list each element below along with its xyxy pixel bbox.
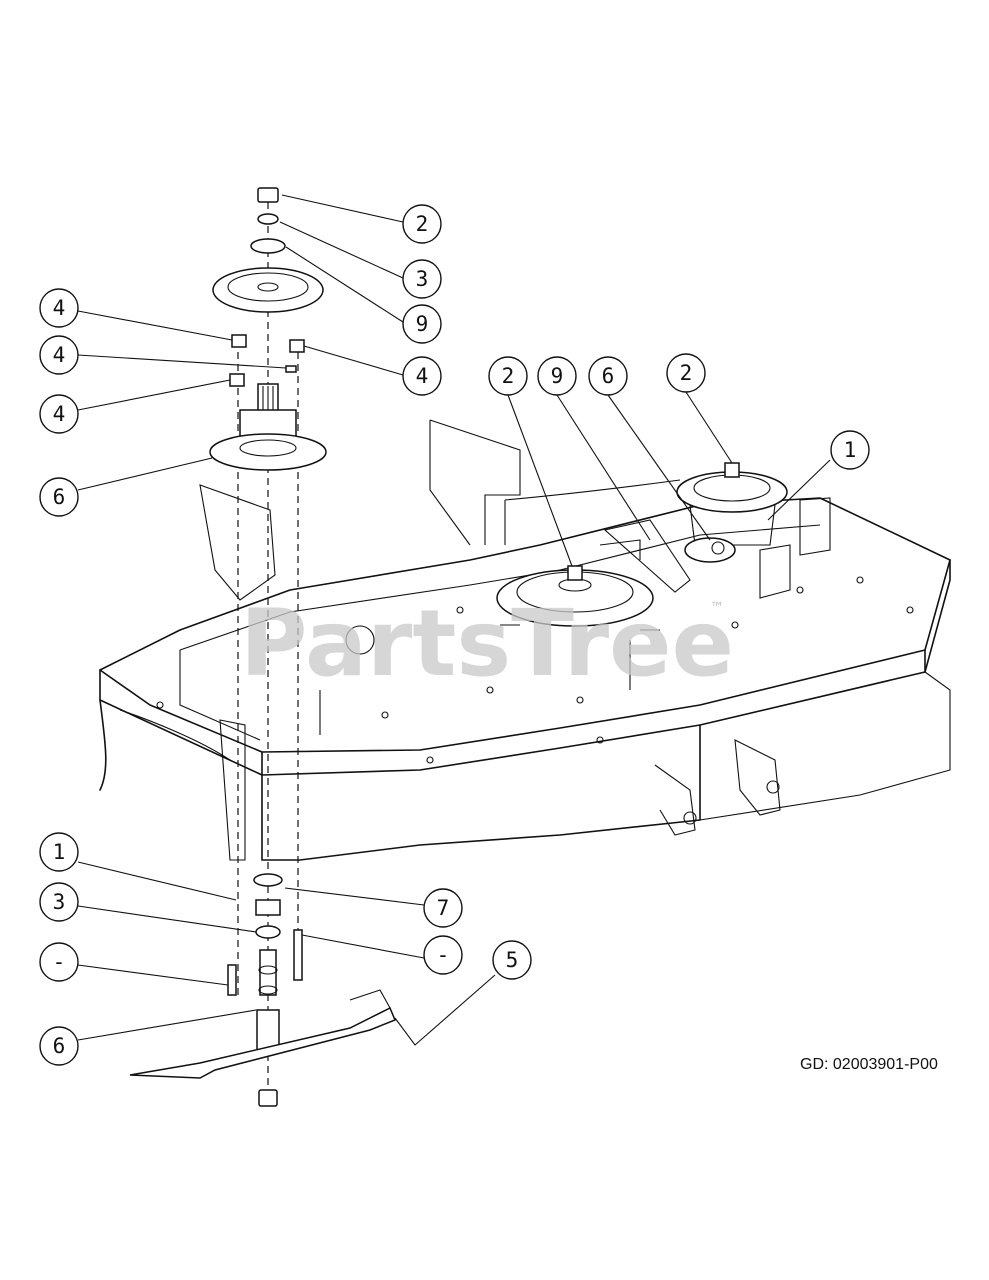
svg-text:4: 4 (416, 364, 429, 388)
callout-left-4c: 4 (402, 356, 442, 396)
callout-right-1: 1 (830, 430, 870, 470)
callouts: 2 3 9 4 4 4 4 6 2 9 6 2 (39, 194, 870, 1066)
callout-left-4b: 4 (39, 335, 79, 375)
callout-low-5: 5 (492, 940, 532, 980)
callout-low-dash2: - (423, 935, 463, 975)
svg-text:3: 3 (53, 890, 66, 914)
callout-mid-2: 2 (488, 356, 528, 396)
svg-text:-: - (53, 950, 66, 974)
callout-right-2: 2 (666, 353, 706, 393)
callout-mid-6: 6 (588, 356, 628, 396)
callout-left-9: 9 (402, 304, 442, 344)
svg-text:1: 1 (53, 840, 66, 864)
deck-holes (156, 576, 914, 764)
middle-spindle (496, 565, 660, 631)
svg-text:4: 4 (53, 343, 66, 367)
callout-left-4d: 4 (39, 394, 79, 434)
svg-text:9: 9 (551, 364, 564, 388)
svg-text:PartsTree: PartsTree (240, 590, 734, 697)
callout-low-7: 7 (423, 888, 463, 928)
watermark: PartsTree ™ (240, 590, 734, 697)
svg-text:4: 4 (53, 402, 66, 426)
svg-text:2: 2 (680, 361, 693, 385)
idler-arm (599, 519, 691, 593)
svg-text:1: 1 (844, 438, 857, 462)
left-spindle-assembly (129, 187, 396, 1107)
callout-left-6: 6 (39, 477, 79, 517)
right-spindle (676, 462, 788, 563)
callout-left-2: 2 (402, 204, 442, 244)
diagram-code: GD: 02003901-P00 (800, 1056, 938, 1073)
svg-text:3: 3 (416, 267, 429, 291)
callout-low-3: 3 (39, 882, 79, 922)
svg-text:6: 6 (602, 364, 615, 388)
svg-text:™: ™ (710, 600, 724, 616)
svg-text:6: 6 (53, 1034, 66, 1058)
svg-text:-: - (437, 943, 450, 967)
svg-text:2: 2 (502, 364, 515, 388)
callout-low-dash1: - (39, 942, 79, 982)
svg-text:6: 6 (53, 485, 66, 509)
svg-text:9: 9 (416, 312, 429, 336)
deck-housing (99, 419, 951, 861)
svg-text:4: 4 (53, 296, 66, 320)
callout-low-6: 6 (39, 1026, 79, 1066)
callout-left-3: 3 (402, 259, 442, 299)
svg-text:5: 5 (506, 948, 519, 972)
leader-lines (77, 194, 831, 1046)
callout-low-1: 1 (39, 832, 79, 872)
svg-text:2: 2 (416, 212, 429, 236)
callout-mid-9: 9 (537, 356, 577, 396)
svg-text:7: 7 (437, 896, 450, 920)
callout-left-4a: 4 (39, 288, 79, 328)
